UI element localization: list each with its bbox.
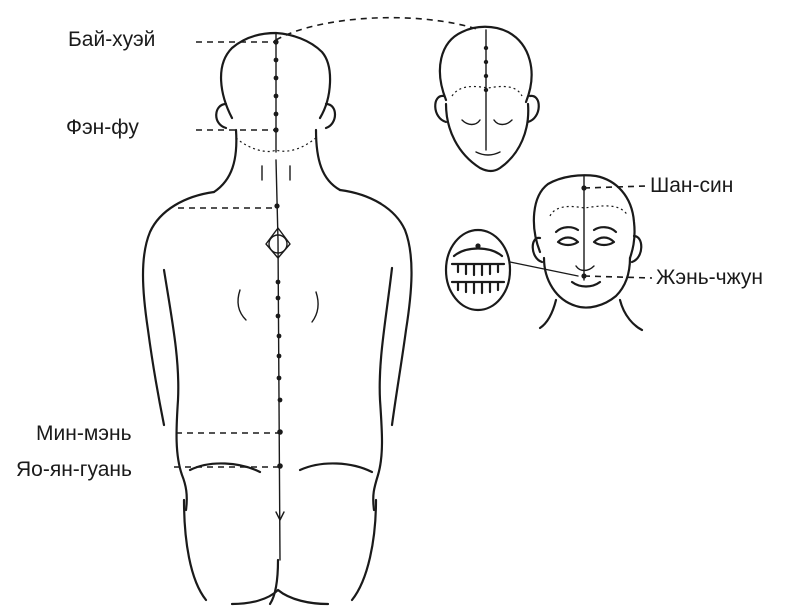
label-yao-yang-guan: Яо-ян-гуань [16,458,132,481]
front-eye-left [558,238,578,246]
back-ear-right [326,104,335,128]
back-neck-left [214,130,236,192]
front-brow-left [556,227,578,232]
buttock-right [352,500,376,600]
front-face-figure [533,175,642,330]
leader-arc [276,18,480,40]
back-torso-right [373,268,392,510]
label-bai-hui: Бай-хуэй [68,28,155,51]
leader-ren-zhong [584,276,652,278]
mouth-upper-teeth [452,264,504,275]
back-torso-left [164,270,187,510]
front-brow-right [594,227,616,232]
scapula-right [312,292,318,322]
top-ear-right [528,96,539,122]
back-ear-left [216,104,226,128]
back-neck-right [316,130,340,190]
mouth-detail-outline [446,230,510,310]
gluteal-cleft [270,560,278,604]
buttock-left [184,500,206,600]
back-hairline [236,136,318,152]
leader-shang-xing [584,186,646,188]
top-eye-left [462,120,480,125]
top-eye-right [494,120,512,125]
label-ming-men: Мин-мэнь [36,422,132,445]
front-neck-right [620,300,642,330]
gluteal-curve [232,590,328,604]
label-ren-zhong: Жэнь-чжун [656,266,763,289]
top-head-jaw [446,104,528,171]
front-mouth [572,282,600,287]
label-shang-xing: Шан-син [650,174,733,197]
mouth-upper-lip [454,249,502,257]
front-neck-left [540,300,556,328]
mouth-gum-point [475,243,480,248]
back-figure [143,33,412,604]
mouth-lower-teeth [452,282,504,293]
back-body-right [340,190,412,425]
top-head-figure [435,27,539,171]
back-pelvis-right [300,463,372,472]
front-hairline [550,206,628,216]
front-nose [576,266,594,271]
top-ear-left [435,96,446,122]
top-mouth [476,152,500,155]
scapula-left [238,290,246,320]
front-eye-right [594,238,614,246]
label-feng-fu: Фэн-фу [66,116,139,139]
